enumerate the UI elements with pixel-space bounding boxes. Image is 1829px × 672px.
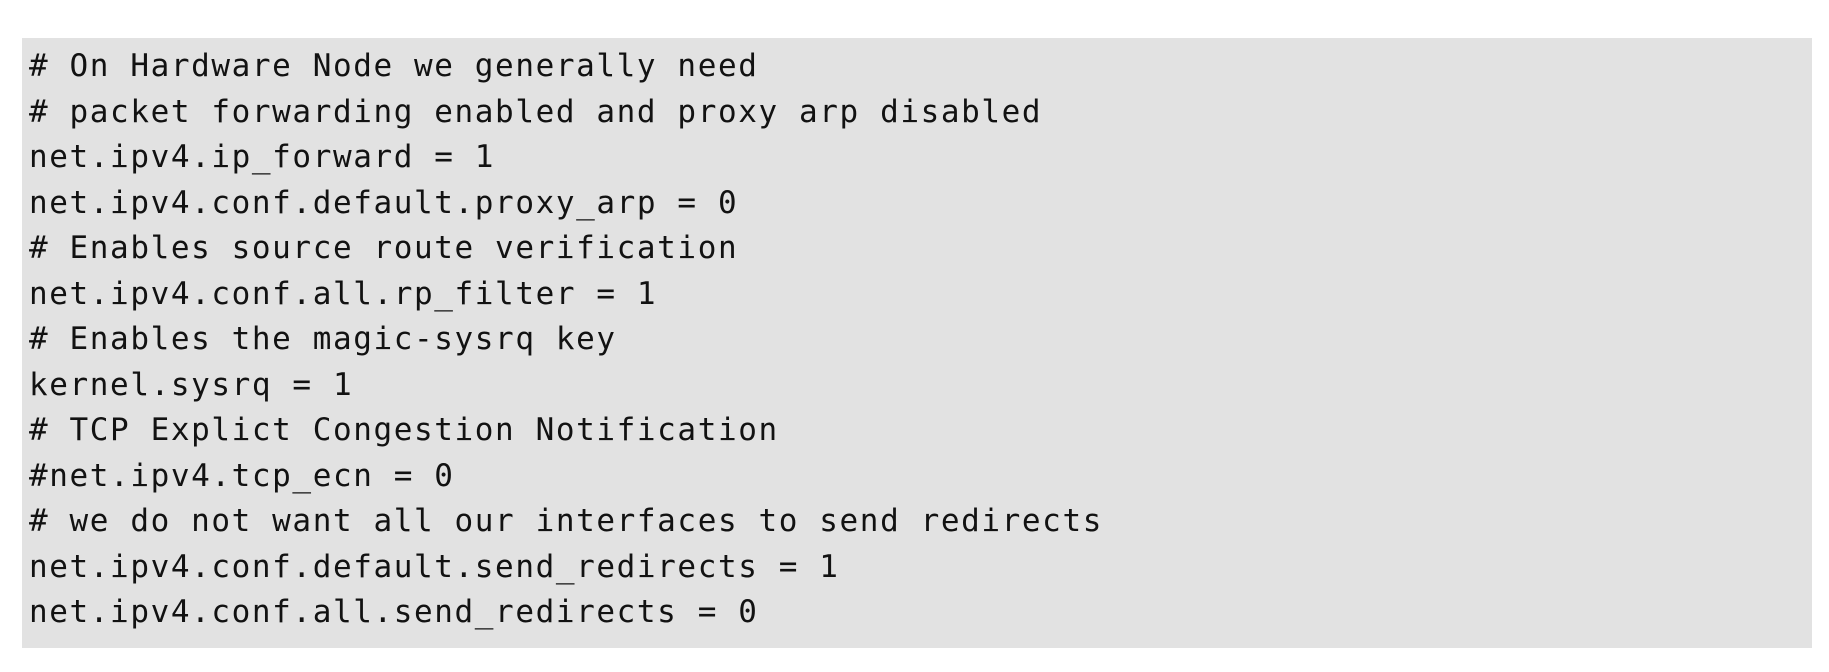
code-line: # On Hardware Node we generally need [29, 48, 759, 84]
code-block: # On Hardware Node we generally need # p… [22, 38, 1812, 648]
code-line: kernel.sysrq = 1 [29, 366, 354, 403]
code-line: net.ipv4.conf.all.rp_filter = 1 [29, 275, 658, 312]
code-line: net.ipv4.ip_forward = 1 [29, 139, 496, 175]
code-line: net.ipv4.conf.default.proxy_arp = 0 [29, 184, 739, 221]
code-line: # we do not want all our interfaces to s… [29, 503, 1103, 539]
code-line: #net.ipv4.tcp_ecn = 0 [29, 457, 455, 494]
code-line: # packet forwarding enabled and proxy ar… [29, 93, 1043, 130]
code-line: # Enables source route verification [29, 230, 739, 266]
code-line: net.ipv4.conf.default.send_redirects = 1 [29, 548, 840, 585]
code-line: # TCP Explict Congestion Notification [29, 412, 779, 448]
code-line: net.ipv4.conf.all.send_redirects = 0 [29, 594, 759, 630]
code-line: # Enables the magic-sysrq key [29, 321, 617, 357]
